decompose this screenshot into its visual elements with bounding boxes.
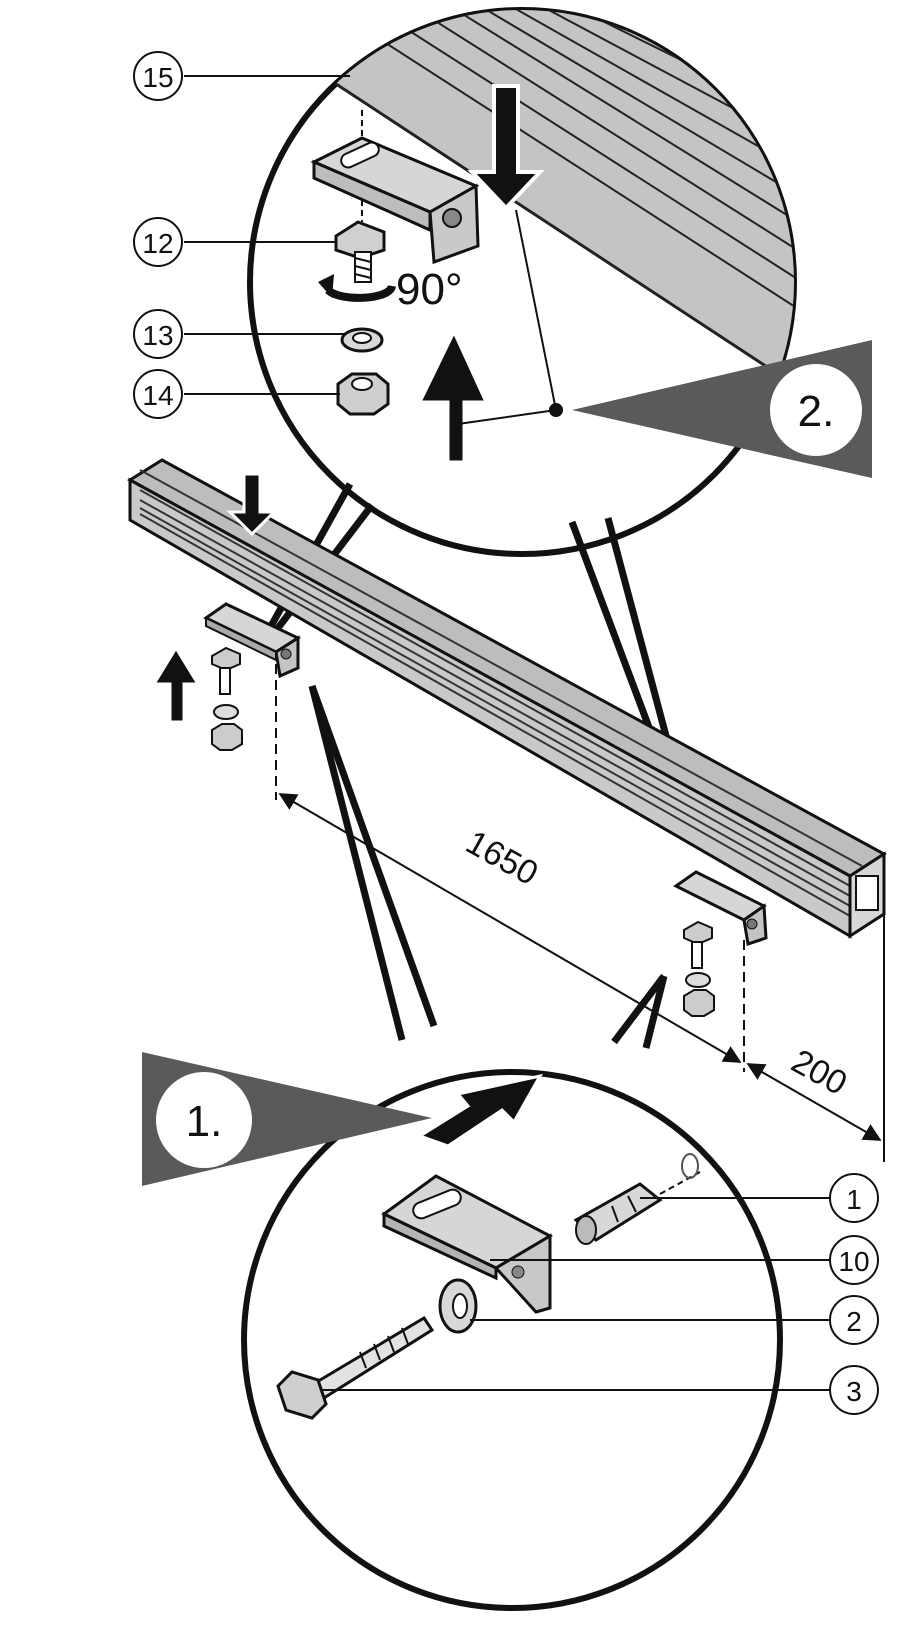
- svg-text:3: 3: [846, 1376, 862, 1407]
- callout-13: 13: [133, 309, 344, 359]
- hex-nut: [336, 372, 390, 416]
- svg-text:12: 12: [142, 228, 173, 259]
- left-fasteners: [211, 646, 243, 751]
- wall-bracket: [381, 1174, 554, 1314]
- callout-14: 14: [133, 369, 340, 419]
- svg-text:10: 10: [838, 1246, 869, 1277]
- step2-pointer: [457, 209, 563, 425]
- step-1-marker: 1.: [142, 1052, 432, 1186]
- svg-text:1: 1: [846, 1184, 862, 1215]
- callout-1: 1: [640, 1173, 879, 1223]
- step-2-marker: 2.: [572, 340, 872, 478]
- bottom-zoom-connectors: [308, 684, 668, 1049]
- dimension-1650: 1650: [460, 823, 545, 893]
- rotation-angle-label: 90°: [396, 265, 463, 314]
- left-lift-arrow-icon: [151, 645, 201, 724]
- dimension-lines: [275, 664, 885, 1162]
- callout-10: 10: [490, 1235, 879, 1285]
- svg-text:14: 14: [142, 380, 173, 411]
- svg-text:15: 15: [142, 62, 173, 93]
- bottom-detail-circle: [241, 1069, 783, 1611]
- t-bolt: [334, 200, 386, 283]
- right-fasteners: [683, 920, 715, 1017]
- fastening-arrow-icon: [416, 1073, 543, 1148]
- step-2-label: 2.: [798, 387, 835, 436]
- left-bracket: [203, 602, 302, 679]
- callout-12: 12: [133, 217, 336, 267]
- press-down-arrow-icon: [467, 84, 545, 211]
- rotate-arrow-icon: [318, 274, 396, 302]
- lift-up-arrow-icon: [417, 328, 489, 464]
- spring-washer: [340, 327, 384, 353]
- callout-2: 2: [470, 1295, 879, 1345]
- svg-text:2: 2: [846, 1306, 862, 1337]
- step-1-label: 1.: [186, 1097, 223, 1146]
- callout-3: 3: [322, 1365, 879, 1415]
- wall-plug: [573, 1153, 701, 1245]
- rail-press-arrow-icon: [226, 472, 278, 537]
- callout-15: 15: [133, 51, 350, 101]
- lag-screw: [276, 1315, 435, 1420]
- bracket-detail: [310, 110, 480, 265]
- dimension-200: 200: [785, 1042, 853, 1103]
- washer: [438, 1278, 478, 1334]
- top-detail-circle: 90°: [247, 7, 797, 557]
- svg-text:13: 13: [142, 320, 173, 351]
